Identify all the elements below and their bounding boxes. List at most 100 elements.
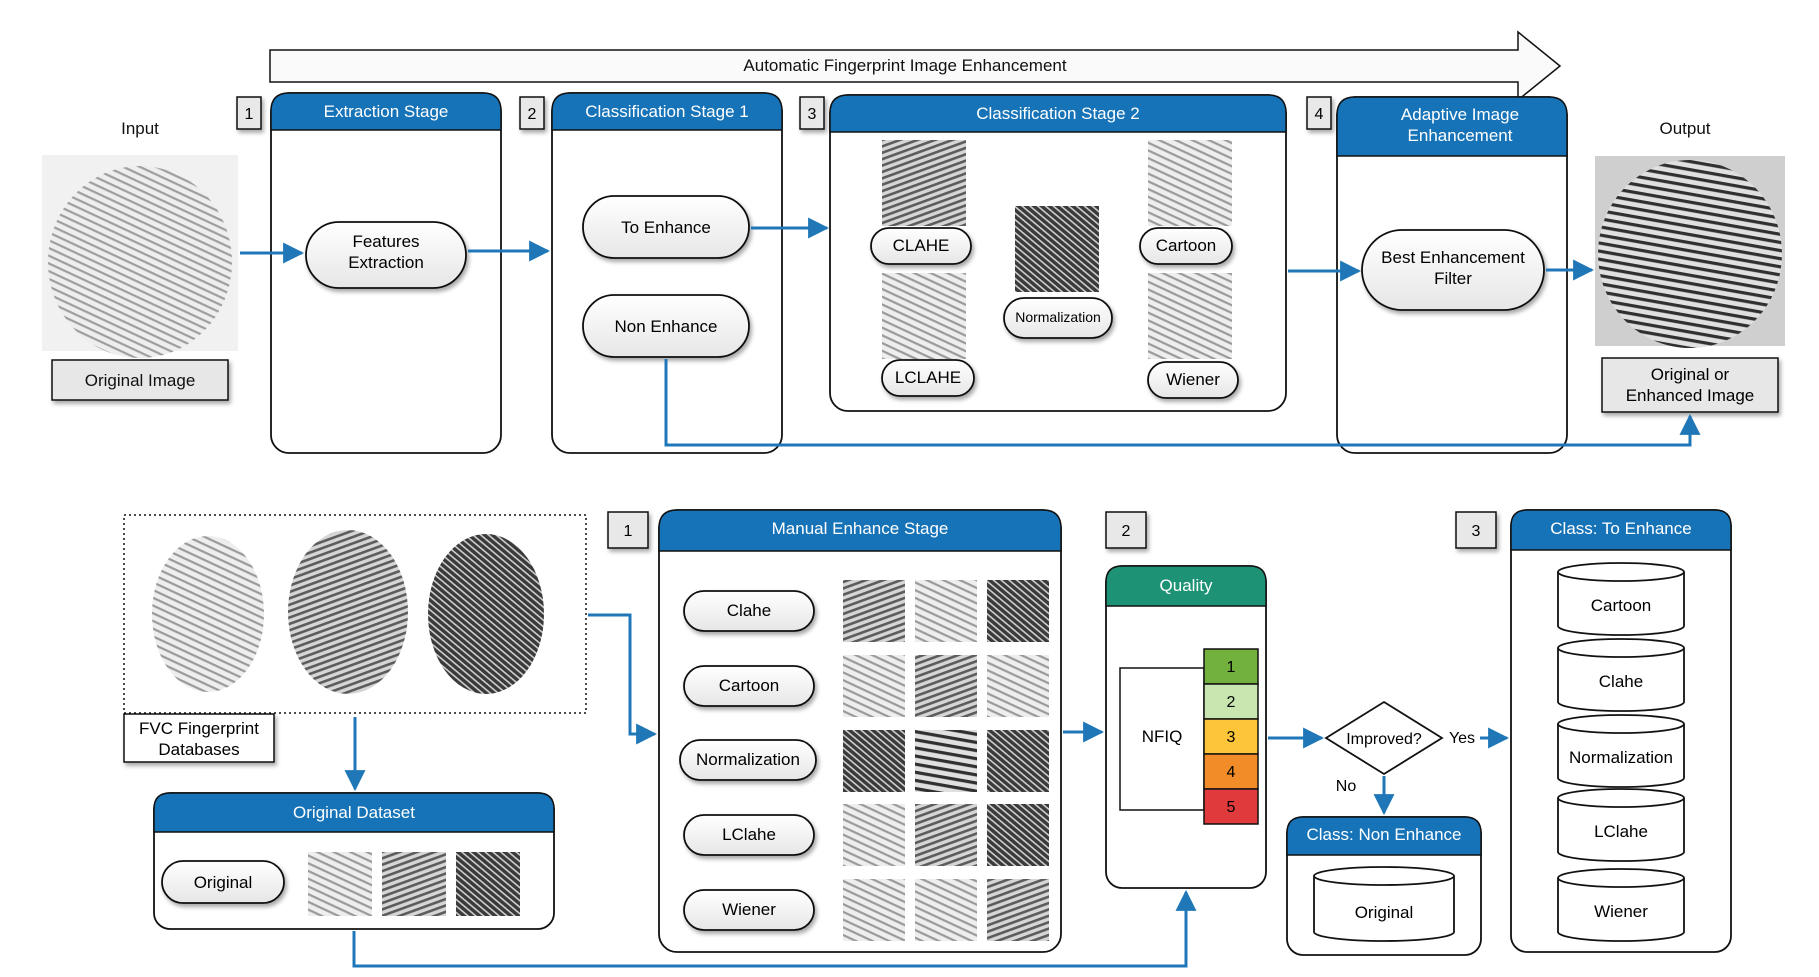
original-image-box <box>51 359 229 401</box>
nfiq-level-5 <box>1203 788 1259 825</box>
normalization-pill <box>1003 297 1113 339</box>
to-enhance-node <box>582 195 750 259</box>
bottom-step-2 <box>1105 511 1147 549</box>
classification-stage-1-title: Classification Stage 1 <box>585 102 748 121</box>
normalization-label: Normalization <box>1015 309 1101 325</box>
banner-arrow: Automatic Fingerprint Image Enhancement <box>269 30 1562 102</box>
databases-line1: FVC Fingerprint <box>139 719 259 738</box>
manual-cartoon-label: Cartoon <box>719 676 779 695</box>
to-enhance-wiener-label: Wiener <box>1594 902 1648 921</box>
manual-clahe-label: Clahe <box>727 601 771 620</box>
input-fingerprint-image <box>42 155 238 358</box>
manual-normalization-label: Normalization <box>696 750 800 769</box>
lclahe-thumbnail <box>882 273 966 359</box>
step-number-1-text: 1 <box>245 106 254 123</box>
manual-enhance-title: Manual Enhance Stage <box>772 519 949 538</box>
output-box <box>1601 357 1779 413</box>
clahe-pill <box>870 227 972 265</box>
bottom-step-2-text: 2 <box>1122 523 1131 540</box>
to-enhance-lclahe-label: LClahe <box>1594 822 1648 841</box>
original-dataset-item: Original <box>194 873 253 892</box>
adaptive-title-line2: Enhancement <box>1408 126 1513 145</box>
step-number-2 <box>519 96 545 130</box>
output-label: Output <box>1659 119 1710 138</box>
to-enhance-cartoon-cylinder <box>1557 562 1685 636</box>
bottom-connectors <box>344 613 1510 968</box>
to-enhance-class-title: Class: To Enhance <box>1550 519 1691 538</box>
manual-lclahe-pill <box>683 814 815 856</box>
original-image-label: Original Image <box>85 371 196 390</box>
step-number-2-text: 2 <box>528 106 537 123</box>
step-number-4 <box>1306 96 1332 130</box>
banner-label: Automatic Fingerprint Image Enhancement <box>743 56 1066 75</box>
wiener-label: Wiener <box>1166 370 1220 389</box>
nfiq-level-1 <box>1203 648 1259 685</box>
nfiq-level-4-text: 4 <box>1227 764 1236 781</box>
features-extraction-node <box>305 221 467 289</box>
normalization-thumbnail <box>1015 206 1099 292</box>
lclahe-pill <box>881 359 975 397</box>
improved-decision <box>1324 700 1444 776</box>
nfiq-level-4 <box>1203 753 1259 790</box>
bottom-step-1 <box>607 511 649 549</box>
classification-stage-1 <box>551 92 783 454</box>
cartoon-label: Cartoon <box>1156 236 1216 255</box>
bottom-step-3-text: 3 <box>1472 523 1481 540</box>
clahe-label: CLAHE <box>893 236 950 255</box>
databases-panel <box>123 514 587 714</box>
non-enhance-node <box>582 294 750 358</box>
step-number-4-text: 4 <box>1315 106 1324 123</box>
no-label: No <box>1336 778 1357 795</box>
non-enhance-original-cylinder <box>1313 866 1455 942</box>
manual-lclahe-label: LClahe <box>722 825 776 844</box>
to-enhance-label: To Enhance <box>621 218 711 237</box>
manual-wiener-label: Wiener <box>722 900 776 919</box>
nfiq-level-1-text: 1 <box>1227 659 1236 676</box>
clahe-thumbnail <box>882 140 966 226</box>
original-dataset-thumbnails <box>308 852 520 916</box>
original-dataset-pill <box>161 860 285 904</box>
bottom-step-1-text: 1 <box>624 523 633 540</box>
output-box-line1: Original or <box>1651 365 1730 384</box>
step-number-3-text: 3 <box>808 106 817 123</box>
classification-stage-2-title: Classification Stage 2 <box>976 104 1139 123</box>
best-enhancement-filter-node <box>1361 229 1545 311</box>
to-enhance-clahe-label: Clahe <box>1599 672 1643 691</box>
wiener-thumbnail <box>1148 273 1232 359</box>
databases-label-box <box>123 713 275 763</box>
output-box-line2: Enhanced Image <box>1626 386 1755 405</box>
non-enhance-original-label: Original <box>1355 903 1414 922</box>
databases-line2: Databases <box>158 740 239 759</box>
nfiq-level-2 <box>1203 683 1259 720</box>
nfiq-level-5-text: 5 <box>1227 799 1236 816</box>
manual-normalization-pill <box>679 739 817 781</box>
quality-title: Quality <box>1160 576 1213 595</box>
features-extraction-line1: Features <box>352 232 419 251</box>
to-enhance-normalization-cylinder <box>1557 714 1685 788</box>
extraction-stage-title: Extraction Stage <box>324 102 449 121</box>
lclahe-label: LCLAHE <box>895 368 961 387</box>
cartoon-pill <box>1139 227 1233 265</box>
manual-wiener-pill <box>683 889 815 931</box>
nfiq-label: NFIQ <box>1142 727 1183 746</box>
top-connectors <box>240 217 1701 447</box>
to-enhance-clahe-cylinder <box>1557 638 1685 712</box>
improved-decision-label: Improved? <box>1346 731 1422 748</box>
manual-cartoon-pill <box>683 665 815 707</box>
best-filter-line2: Filter <box>1434 269 1472 288</box>
adaptive-title-line1: Adaptive Image <box>1401 105 1519 124</box>
yes-label: Yes <box>1449 730 1475 747</box>
to-enhance-lclahe-cylinder <box>1557 788 1685 862</box>
nfiq-box <box>1119 667 1205 811</box>
bottom-step-3 <box>1455 511 1497 549</box>
wiener-pill <box>1147 361 1239 399</box>
features-extraction-line2: Extraction <box>348 253 424 272</box>
step-number-1 <box>236 96 262 130</box>
manual-thumbnails <box>843 580 1049 941</box>
non-enhance-label: Non Enhance <box>614 317 717 336</box>
to-enhance-wiener-cylinder <box>1557 868 1685 942</box>
best-filter-line1: Best Enhancement <box>1381 248 1525 267</box>
manual-clahe-pill <box>683 590 815 632</box>
nfiq-level-2-text: 2 <box>1227 694 1236 711</box>
step-number-3 <box>799 96 825 130</box>
